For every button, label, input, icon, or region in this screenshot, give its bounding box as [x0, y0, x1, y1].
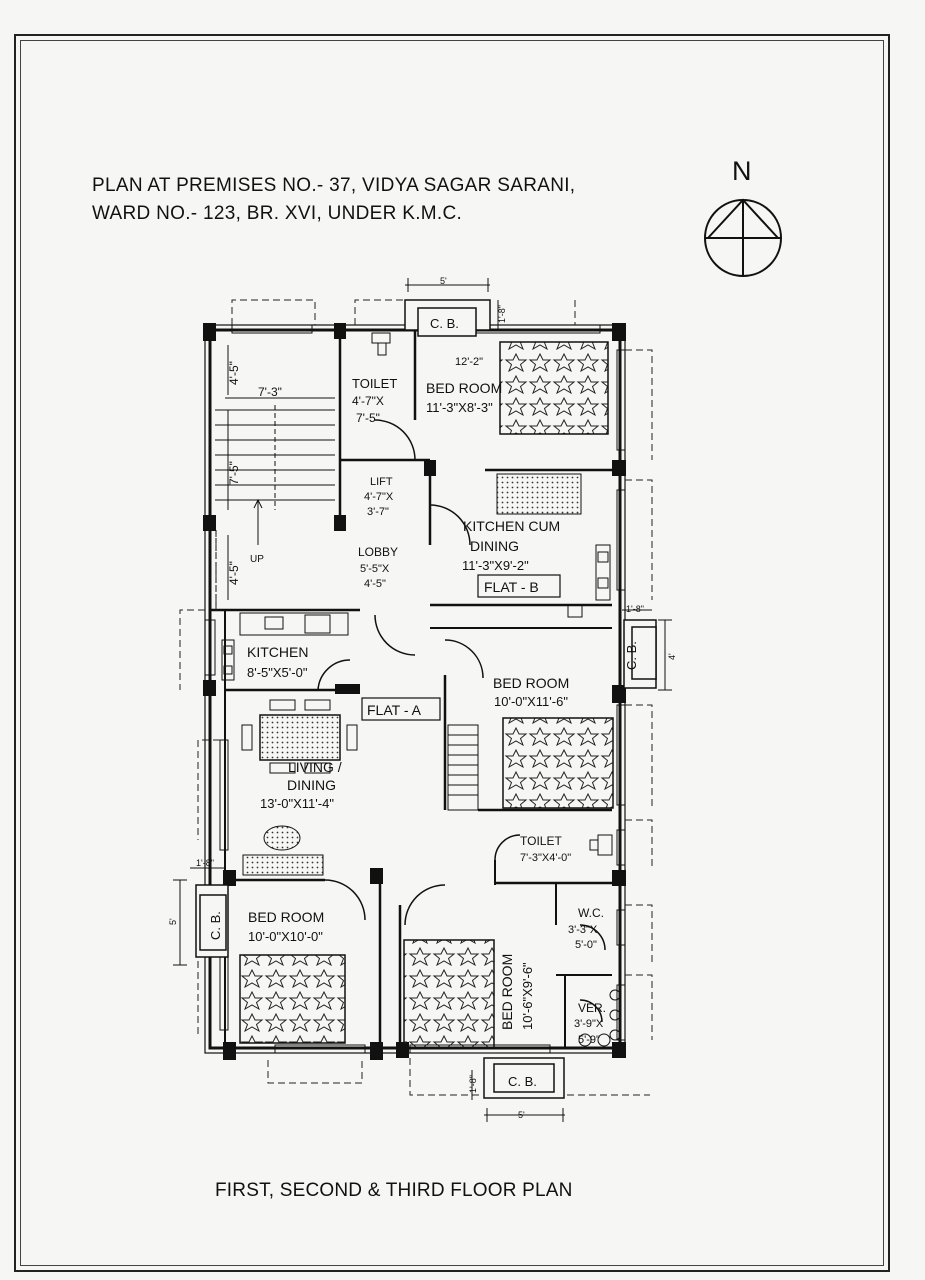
stair-dim-1: 4'-5" [227, 361, 241, 385]
flat-b-label: FLAT - B [484, 579, 539, 595]
dim-cb-left: 5' [168, 918, 178, 925]
kitchen-b-dims: 11'-3"X9'-2" [462, 558, 529, 573]
stair-dim-2: 7'-5" [227, 461, 241, 485]
floor-plan-caption: FIRST, SECOND & THIRD FLOOR PLAN [215, 1180, 573, 1201]
living-name-2: DINING [287, 777, 336, 793]
lobby-d2: 4'-5" [364, 578, 386, 590]
ver-name: VER. [578, 1001, 606, 1015]
fixtures [221, 332, 621, 1047]
lift-d2: 3'-7" [367, 506, 389, 518]
sofa-icon [242, 854, 324, 876]
dim-cb-right: 4' [667, 653, 677, 660]
lift-d1: 4'-7"X [364, 491, 394, 503]
dim-cb-top-width: 5' [440, 276, 447, 286]
stair-dim-3: 4'-5" [227, 561, 241, 585]
bed-b2-icon [502, 717, 614, 809]
dim-cb-bottom-depth: 1'-8" [468, 1075, 478, 1093]
dim-cb-right-depth: 1'-8" [626, 604, 644, 614]
cb-label-right: C. B. [624, 641, 639, 670]
ver-d1: 3'-9"X [574, 1018, 604, 1030]
living-dims: 13'-0"X11'-4" [260, 796, 334, 811]
bed-b1-top-dim: 12'-2" [455, 356, 483, 368]
cb-boxes [195, 299, 657, 1099]
kitchen-a-dims: 8'-5"X5'-0" [247, 665, 308, 680]
wc-name: W.C. [578, 906, 604, 920]
north-arrow-icon [704, 198, 782, 277]
lobby-name: LOBBY [358, 545, 398, 559]
dim-cb-top-depth: 1'-8" [497, 305, 507, 323]
staircase [215, 405, 335, 610]
coffee-table-icon [263, 825, 301, 851]
toilet-right-name: TOILET [520, 834, 562, 848]
sheet-border-inner [20, 40, 884, 1266]
stair-dimension-lines [225, 345, 335, 600]
door-swings [317, 419, 606, 1023]
cb-label-top: C. B. [430, 316, 459, 331]
bed-a1-dims: 10'-0"X10'-0" [248, 929, 323, 944]
toilet-top-d2: 7'-5" [356, 411, 380, 425]
kitchen-b-counter [496, 473, 582, 515]
flat-b-tag [477, 574, 561, 598]
ver-d2: 5'-9" [578, 1034, 600, 1046]
bed-b2-dims: 10'-0"X11'-6" [494, 694, 568, 709]
flat-a-label: FLAT - A [367, 702, 422, 718]
flat-a-tag [361, 697, 441, 721]
wc-d1: 3'-3"X [568, 924, 598, 936]
bed-b1-icon [499, 341, 609, 435]
stair-width-dim: 7'-3" [258, 385, 282, 399]
dim-cb-bottom: 5' [518, 1110, 525, 1120]
windows [204, 324, 626, 1054]
north-letter: N [732, 156, 752, 186]
dining-table-icon [259, 714, 341, 761]
lift-name: LIFT [370, 476, 393, 488]
lobby-d1: 5'-5"X [360, 563, 390, 575]
bed-a1-name: BED ROOM [248, 909, 324, 925]
kitchen-a-name: KITCHEN [247, 644, 308, 660]
bed-b1-name: BED ROOM [426, 380, 502, 396]
cb-label-bottom: C. B. [508, 1074, 537, 1089]
stair-b [447, 724, 479, 811]
sheet-border [14, 34, 890, 1272]
stair-up-label: UP [250, 554, 264, 565]
external-dimensions [173, 278, 672, 1122]
bed-b2-name: BED ROOM [493, 675, 569, 691]
title-line-1: PLAN AT PREMISES NO.- 37, VIDYA SAGAR SA… [92, 175, 576, 196]
plan-title: PLAN AT PREMISES NO.- 37, VIDYA SAGAR SA… [92, 172, 575, 228]
kitchen-b-name-1: KITCHEN CUM [463, 518, 560, 534]
cb-label-left: C. B. [208, 911, 223, 940]
bed-a2-icon [403, 939, 495, 1049]
bed-b1-dims: 11'-3"X8'-3" [426, 400, 493, 415]
bed-a2-dims: 10'-6"X9'-6" [520, 962, 535, 1030]
wc-d2: 5'-0" [575, 939, 597, 951]
columns [203, 323, 626, 1060]
toilet-right-dims: 7'-3"X4'-0" [520, 852, 571, 864]
living-name-1: LIVING / [288, 759, 342, 775]
kitchen-b-name-2: DINING [470, 538, 519, 554]
bed-a2-name: BED ROOM [499, 954, 515, 1030]
toilet-top-name: TOILET [352, 376, 397, 391]
dining-chairs-icon [241, 699, 358, 774]
title-line-2: WARD NO.- 123, BR. XVI, UNDER K.M.C. [92, 203, 463, 224]
dim-cb-left-depth: 1'-8" [196, 858, 214, 868]
toilet-top-d1: 4'-7"X [352, 394, 384, 408]
bed-a1-icon [239, 954, 346, 1044]
